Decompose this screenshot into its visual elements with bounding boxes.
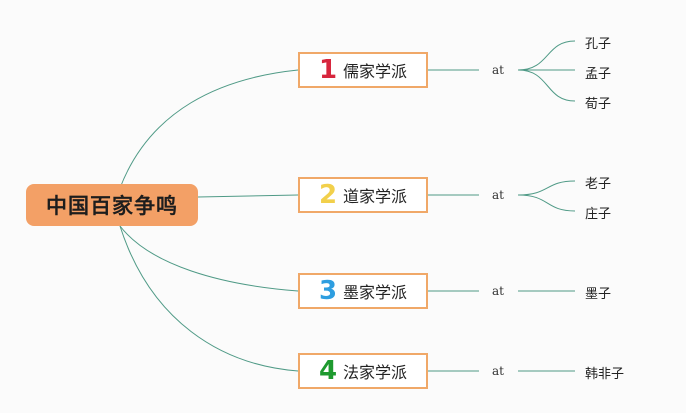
- branch-label-1: 儒家学派: [343, 62, 408, 81]
- leaf-topic[interactable]: 老子: [585, 177, 612, 192]
- central-topic[interactable]: 中国百家争鸣: [26, 184, 198, 226]
- connector-relation-leaf: [517, 194, 576, 212]
- branch-number-4: 4: [318, 356, 338, 386]
- connector-root-branch-1: [119, 69, 299, 189]
- relation-label-4: at: [492, 364, 504, 378]
- relation-label-3: at: [492, 284, 504, 298]
- branch-number-1: 1: [318, 55, 338, 85]
- leaf-topic[interactable]: 孔子: [585, 37, 612, 52]
- connector-root-branch-3: [119, 225, 299, 292]
- branch-topic-1[interactable]: 1 儒家学派: [298, 52, 428, 88]
- connector-root-branch-4: [119, 225, 299, 372]
- branch-topic-3[interactable]: 3 墨家学派: [298, 273, 428, 309]
- connector-relation-leaf: [517, 180, 576, 196]
- central-topic-label: 中国百家争鸣: [46, 194, 178, 218]
- relation-label-2: at: [492, 188, 504, 202]
- connector-root-branch-2: [197, 194, 299, 198]
- leaf-topic[interactable]: 韩非子: [585, 367, 625, 382]
- branch-label-4: 法家学派: [343, 363, 408, 382]
- leaf-topic[interactable]: 孟子: [585, 67, 612, 82]
- connector-relation-leaf: [517, 40, 576, 71]
- branch-number-3: 3: [318, 276, 338, 306]
- leaf-topic[interactable]: 墨子: [585, 287, 612, 302]
- branch-topic-2[interactable]: 2 道家学派: [298, 177, 428, 213]
- branch-number-2: 2: [318, 180, 338, 210]
- branch-topic-4[interactable]: 4 法家学派: [298, 353, 428, 389]
- relation-label-1: at: [492, 63, 504, 77]
- leaf-topic[interactable]: 荀子: [585, 97, 612, 112]
- connector-relation-leaf: [517, 69, 576, 102]
- branch-label-3: 墨家学派: [343, 283, 408, 302]
- branch-label-2: 道家学派: [343, 187, 408, 206]
- leaf-topic[interactable]: 庄子: [585, 207, 612, 222]
